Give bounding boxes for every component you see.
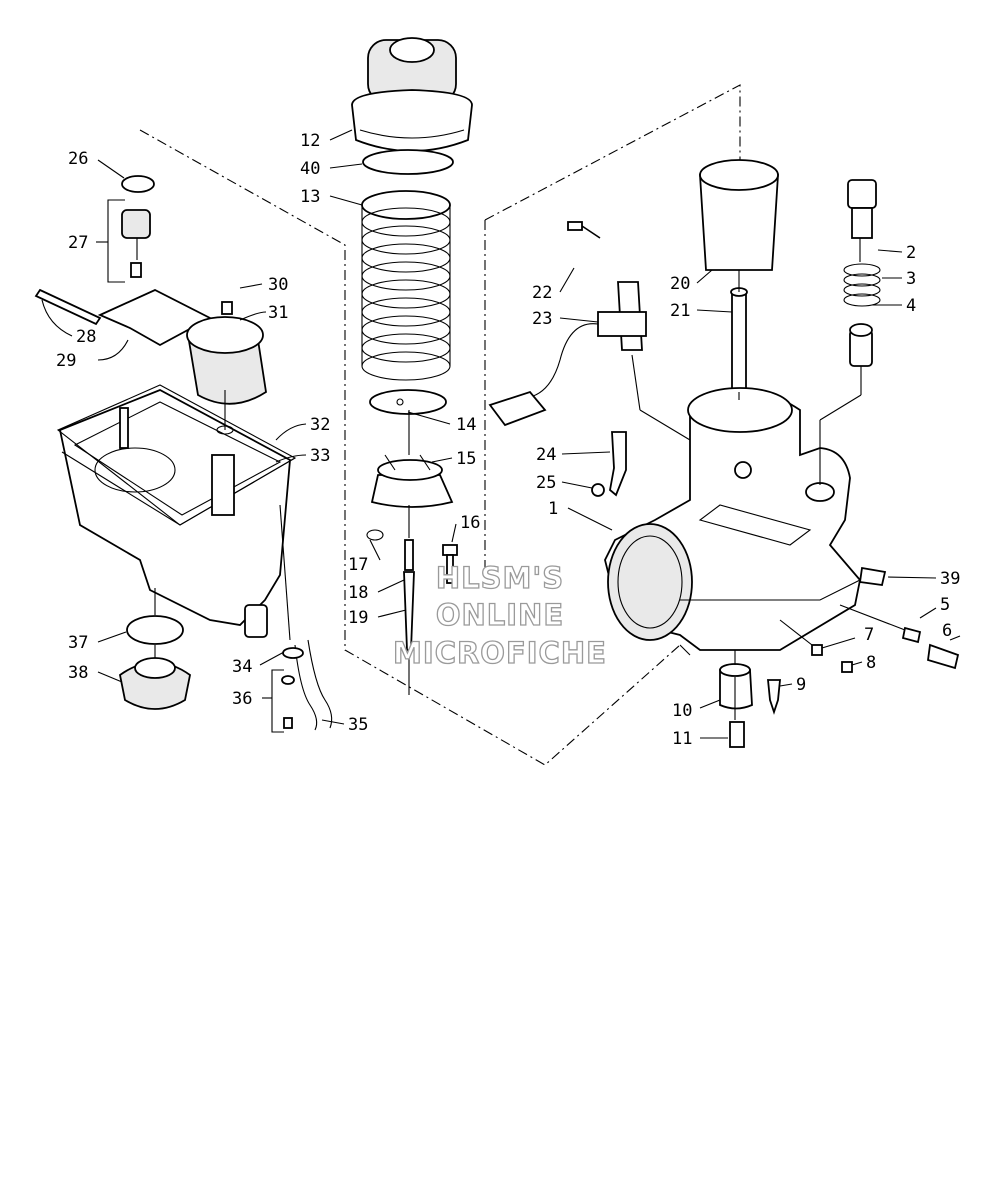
callout-35-label: 35 [348, 715, 368, 735]
callout-33-label: 33 [310, 446, 330, 466]
callout-14-label: 14 [456, 415, 476, 435]
callout-38: 38 [68, 663, 123, 683]
callout-25: 25 [536, 473, 593, 493]
callout-6: 6 [942, 621, 961, 641]
callout-19: 19 [348, 608, 407, 628]
callout-33: 33 [275, 446, 330, 466]
callout-2-label: 2 [906, 243, 916, 263]
callout-13-label: 13 [300, 187, 320, 207]
float-bowl-assembly [34, 175, 333, 731]
callout-22-label: 22 [532, 283, 552, 303]
callout-4-label: 4 [906, 296, 916, 316]
callout-34-label: 34 [232, 657, 252, 677]
callout-8: 8 [851, 653, 876, 673]
callout-27-label: 27 [68, 233, 88, 253]
callout-31-label: 31 [268, 303, 288, 323]
callout-1: 1 [548, 499, 613, 531]
callout-11: 11 [672, 729, 728, 749]
panel-outlines [139, 84, 741, 766]
callout-2: 2 [877, 243, 916, 263]
callout-36: 36 [232, 669, 284, 733]
callout-30: 30 [239, 275, 288, 295]
callout-9-label: 9 [796, 675, 806, 695]
callout-36-label: 36 [232, 689, 252, 709]
callout-17-label: 17 [348, 555, 368, 575]
callout-22: 22 [532, 267, 575, 303]
callout-10: 10 [672, 699, 721, 721]
callout-28-label: 28 [76, 327, 96, 347]
callout-38-label: 38 [68, 663, 88, 683]
callout-39-label: 39 [940, 569, 960, 589]
callout-24: 24 [536, 445, 611, 465]
callout-16-label: 16 [460, 513, 480, 533]
callout-28: 28 [41, 299, 96, 347]
watermark: HLSM'S ONLINE MICROFICHE [392, 560, 607, 670]
callout-19-label: 19 [348, 608, 368, 628]
callout-37-label: 37 [68, 633, 88, 653]
carburetor-body-assembly [488, 159, 960, 748]
callout-18-label: 18 [348, 583, 368, 603]
center-column-parts [351, 37, 473, 695]
callout-27: 27 [68, 199, 125, 283]
callout-40: 40 [300, 159, 363, 179]
callout-7-label: 7 [864, 625, 874, 645]
callout-23-label: 23 [532, 309, 552, 329]
callout-3: 3 [882, 269, 916, 289]
callout-21: 21 [670, 301, 733, 321]
callout-32-label: 32 [310, 415, 330, 435]
callout-3-label: 3 [906, 269, 916, 289]
callout-32: 32 [275, 415, 330, 441]
callout-37: 37 [68, 631, 127, 653]
callout-25-label: 25 [536, 473, 556, 493]
callout-18: 18 [348, 579, 405, 603]
callout-30-label: 30 [268, 275, 288, 295]
callout-7: 7 [821, 625, 874, 649]
callout-8-label: 8 [866, 653, 876, 673]
callouts: 1 2 3 4 5 6 7 8 9 10 11 12 13 14 15 16 1… [41, 129, 961, 749]
callout-40-label: 40 [300, 159, 320, 179]
callout-24-label: 24 [536, 445, 556, 465]
callout-12: 12 [300, 129, 353, 151]
callout-31: 31 [239, 303, 288, 323]
callout-5-label: 5 [940, 595, 950, 615]
callout-14: 14 [407, 411, 476, 435]
callout-26: 26 [68, 149, 125, 179]
callout-13: 13 [300, 187, 363, 207]
callout-5: 5 [919, 595, 950, 619]
watermark-line-2: ONLINE [436, 598, 564, 632]
watermark-line-3: MICROFICHE [393, 636, 607, 670]
callout-20: 20 [670, 269, 713, 294]
callout-16: 16 [451, 513, 480, 543]
callout-20-label: 20 [670, 274, 690, 294]
callout-9: 9 [779, 675, 806, 695]
callout-15: 15 [431, 449, 476, 469]
callout-23: 23 [532, 309, 599, 329]
watermark-line-1: HLSM'S [436, 561, 564, 595]
callout-34: 34 [232, 651, 285, 677]
callout-6-label: 6 [942, 621, 952, 641]
callout-11-label: 11 [672, 729, 692, 749]
callout-15-label: 15 [456, 449, 476, 469]
callout-29: 29 [56, 339, 129, 371]
callout-29-label: 29 [56, 351, 76, 371]
callout-21-label: 21 [670, 301, 690, 321]
callout-1-label: 1 [548, 499, 558, 519]
callout-35: 35 [321, 715, 368, 735]
callout-17: 17 [348, 539, 381, 575]
callout-4: 4 [872, 296, 916, 316]
callout-39: 39 [887, 569, 960, 589]
callout-26-label: 26 [68, 149, 88, 169]
callout-12-label: 12 [300, 131, 320, 151]
callout-10-label: 10 [672, 701, 692, 721]
spring-coils [361, 190, 451, 381]
